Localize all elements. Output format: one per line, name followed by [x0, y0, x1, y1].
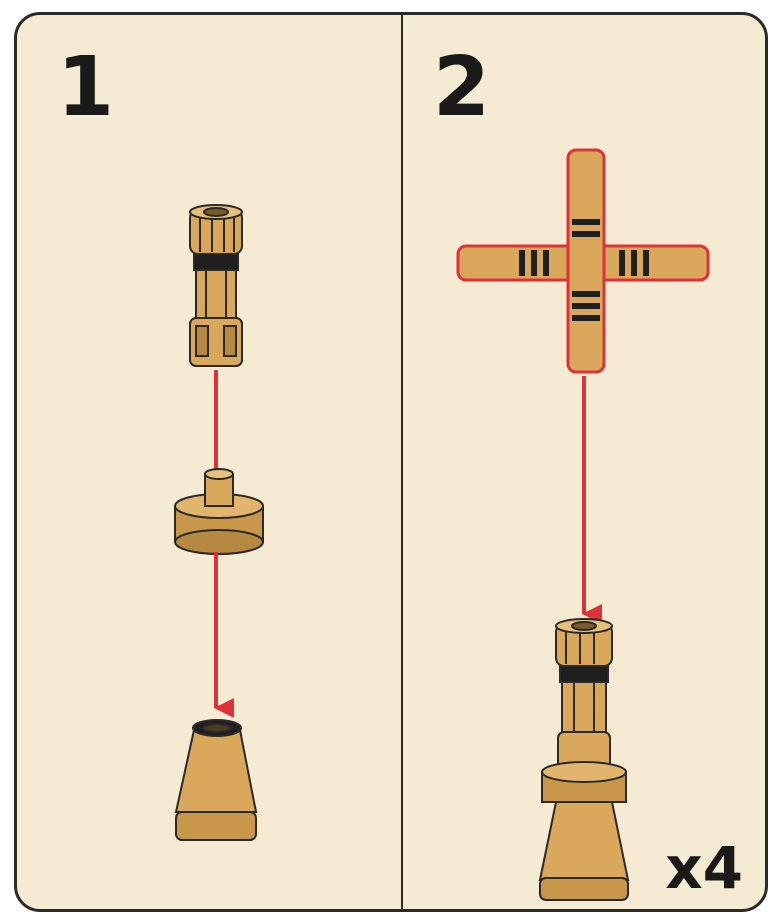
cross-part-step2: [458, 150, 708, 372]
assembled-hilt-step2: [540, 619, 628, 900]
cone-part-step1: [176, 720, 256, 840]
round-plate-step1: [175, 469, 263, 554]
hilt-part-step1: [190, 205, 242, 366]
